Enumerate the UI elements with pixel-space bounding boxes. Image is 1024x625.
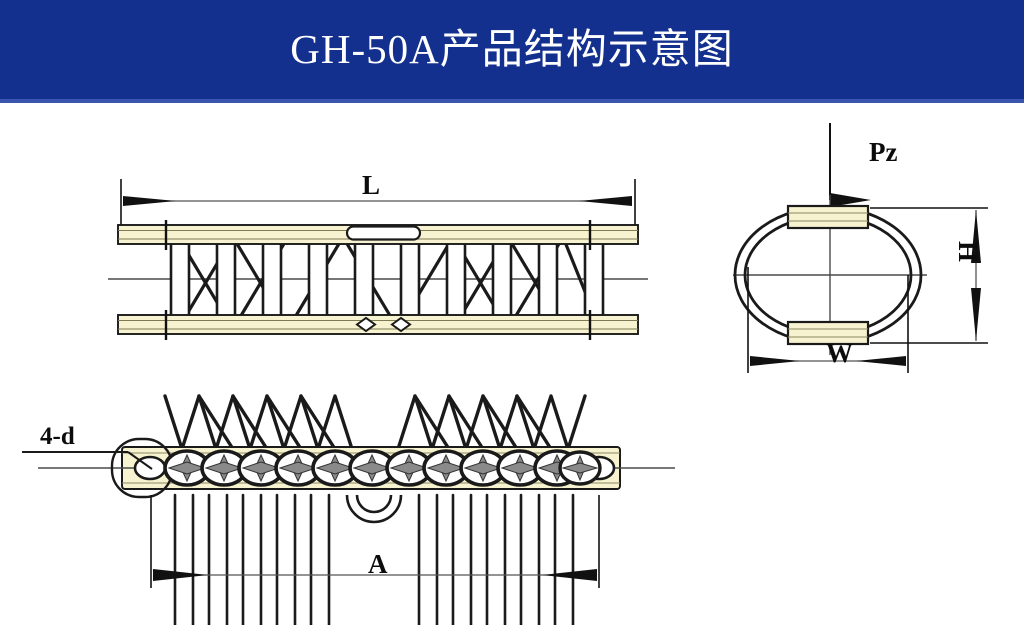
- side-section-view: [733, 123, 988, 373]
- center-slot-top: [345, 225, 422, 241]
- lower-clamp-bar: [117, 310, 639, 340]
- cable-bores: [163, 449, 602, 487]
- dimension-A: [150, 495, 600, 588]
- clamp-block-upper: [786, 204, 870, 230]
- dimension-label-A: A: [368, 549, 388, 579]
- dimension-W: [747, 267, 909, 373]
- rope-zigzag-upper-right: [396, 394, 587, 451]
- rope-legs-lower-right: [417, 493, 575, 625]
- cable-bore: [274, 449, 322, 487]
- diamond-hole-right: [390, 316, 412, 333]
- page-title: GH-50A产品结构示意图: [290, 26, 734, 72]
- front-elevation-view: [108, 179, 648, 340]
- dimension-label-L: L: [362, 170, 381, 200]
- cable-bore: [422, 449, 470, 487]
- cable-bore: [459, 449, 507, 487]
- rope-zigzag-upper-left: [163, 394, 354, 451]
- cable-bore: [348, 449, 396, 487]
- dimension-label-H: H: [953, 240, 983, 262]
- technical-drawing: [22, 123, 988, 625]
- callout-4d-leader: [22, 451, 153, 470]
- cable-bore: [200, 449, 248, 487]
- dimension-H: [870, 207, 988, 344]
- cable-bore: [311, 449, 359, 487]
- clamp-block-lower: [786, 320, 870, 346]
- upper-clamp-bar: [117, 220, 639, 250]
- rope-legs-lower-left: [173, 493, 331, 625]
- callout-label-4d: 4-d: [40, 423, 75, 450]
- diamond-hole-left: [355, 316, 377, 333]
- drawing-canvas: L A Pz W H 4-d: [0, 103, 1024, 625]
- dim-arrow-right: [579, 196, 632, 206]
- banner-underline: [0, 99, 1024, 103]
- top-plan-view: [22, 394, 675, 625]
- dimension-label-W: W: [826, 338, 853, 368]
- rope-center-arc: [345, 494, 403, 524]
- cable-bore: [558, 450, 602, 486]
- title-banner: GH-50A产品结构示意图: [0, 0, 1024, 99]
- dim-arrow-left: [123, 196, 176, 206]
- load-label-pz: Pz: [869, 137, 898, 167]
